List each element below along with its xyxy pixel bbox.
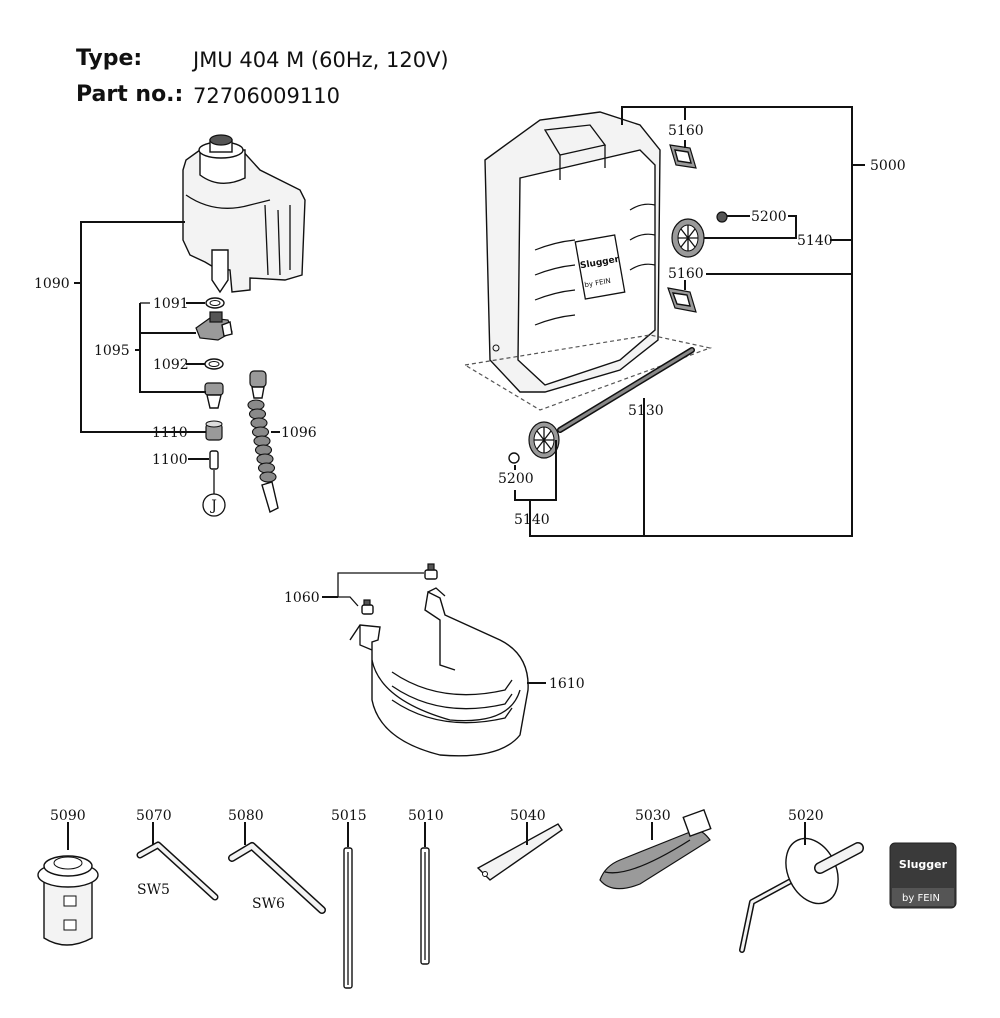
hose-segment — [248, 408, 267, 420]
o-ring-1092 — [204, 358, 224, 370]
callout-1092: 1092 — [153, 357, 189, 373]
hose-segment — [259, 471, 277, 483]
case-footprint-dashed — [463, 334, 713, 411]
badge-brand: Slugger — [899, 858, 948, 871]
part-no-value: 72706009110 — [193, 84, 340, 108]
case-rib — [534, 239, 576, 251]
part-5015-pin — [343, 847, 353, 989]
trolley-case: Slugger by FEIN — [484, 111, 661, 393]
part-no-label: Part no.: — [76, 82, 184, 107]
handle-clip-lower — [667, 287, 697, 313]
callout-5200-upper: 5200 — [751, 209, 787, 225]
guard-slot — [391, 671, 513, 696]
callout-1060: 1060 — [284, 590, 320, 606]
callout-labels: 1090 1091 1095 1092 1096 1110 1100 5160 … — [34, 123, 906, 912]
case-callout-lines — [514, 106, 865, 537]
part-5090-adapter — [37, 855, 99, 946]
nozzle-fitting — [204, 382, 224, 409]
callout-5090: 5090 — [50, 808, 86, 824]
wheel-cap-lower — [508, 452, 520, 464]
screw-lower — [361, 599, 374, 615]
callout-5040: 5040 — [510, 808, 546, 824]
case-rib — [629, 263, 656, 271]
callout-5000: 5000 — [870, 158, 906, 174]
callout-5070: 5070 — [136, 808, 172, 824]
slugger-badge: Slugger by FEIN — [889, 842, 957, 909]
handle-clip-upper — [669, 144, 697, 169]
hose-segment — [257, 462, 276, 474]
callout-1610: 1610 — [549, 676, 585, 692]
part-5080-hex-key — [228, 842, 326, 914]
badge-sub: by FEIN — [902, 893, 940, 904]
callout-1110: 1110 — [152, 425, 188, 441]
wheel-lower — [528, 421, 560, 459]
callout-1090: 1090 — [34, 276, 70, 292]
callout-5140-upper: 5140 — [797, 233, 833, 249]
callout-5140-lower: 5140 — [514, 512, 550, 528]
part-5040-wrench — [476, 823, 563, 881]
case-rib — [534, 264, 576, 276]
guard-bracket-1610 — [349, 587, 529, 757]
hose-segment — [253, 435, 271, 447]
guard-callout-lines — [322, 572, 546, 684]
part-5030-strap — [599, 808, 712, 890]
size-label-sw5: SW5 — [137, 882, 170, 898]
axle-5130 — [557, 347, 695, 433]
connector-j-label: J — [209, 498, 217, 514]
part-5010-pin — [420, 847, 430, 965]
callout-5080: 5080 — [228, 808, 264, 824]
coolant-tank — [182, 134, 306, 294]
callout-1096: 1096 — [281, 425, 317, 441]
nut-1110 — [205, 420, 223, 441]
hose-segment — [254, 444, 273, 456]
hose-segment — [250, 417, 268, 429]
type-value: JMU 404 M (60Hz, 120V) — [193, 48, 449, 72]
guard-slot — [391, 685, 513, 710]
pin-1100 — [209, 450, 219, 470]
wheel-upper — [671, 218, 705, 258]
hose-segment — [251, 426, 270, 438]
case-rib — [629, 233, 656, 241]
hose-segment — [247, 399, 265, 411]
callout-5030: 5030 — [635, 808, 671, 824]
screw-upper — [424, 563, 438, 580]
callout-5015: 5015 — [331, 808, 367, 824]
callout-5020: 5020 — [788, 808, 824, 824]
callout-5160-lower: 5160 — [668, 266, 704, 282]
wheel-cap-upper — [716, 211, 728, 223]
type-label: Type: — [76, 46, 143, 71]
callout-1100: 1100 — [152, 452, 188, 468]
size-label-sw6: SW6 — [252, 896, 285, 912]
callout-5010: 5010 — [408, 808, 444, 824]
callout-1095: 1095 — [94, 343, 130, 359]
connector-j: J — [202, 493, 226, 517]
flex-hose-1096 — [247, 370, 279, 513]
hose-segment — [256, 453, 274, 465]
tank-callout-lines — [74, 221, 280, 460]
part-5020-pilot-pin — [739, 837, 864, 953]
part-5070-hex-key — [136, 841, 219, 901]
callout-5160-upper: 5160 — [668, 123, 704, 139]
case-rib — [629, 203, 656, 211]
callout-5130: 5130 — [628, 403, 664, 419]
callout-5200-lower: 5200 — [498, 471, 534, 487]
guard-slot — [391, 699, 513, 724]
callout-1091: 1091 — [153, 296, 189, 312]
case-rib — [534, 289, 576, 301]
valve-body — [195, 311, 233, 341]
case-rib — [534, 314, 576, 326]
o-ring-1091 — [205, 297, 225, 309]
